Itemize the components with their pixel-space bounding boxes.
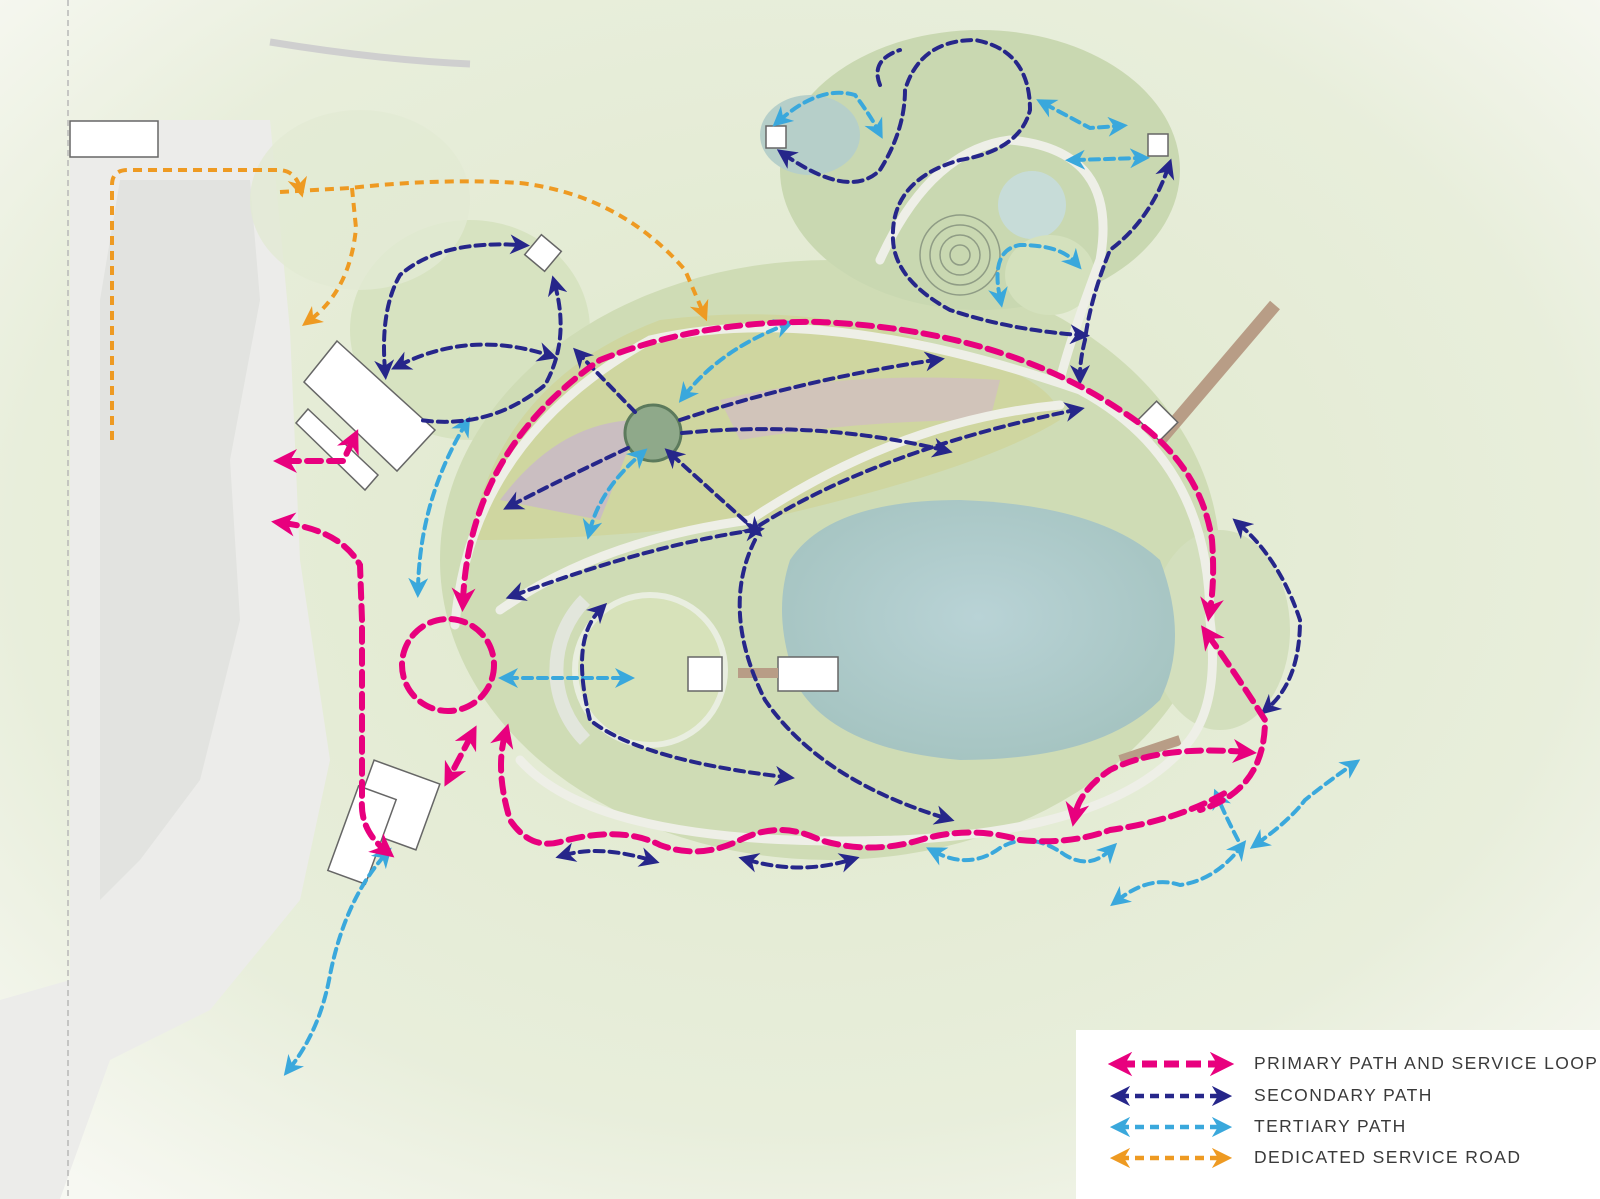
secondary-amphitheater: [580, 602, 795, 786]
primary-paths: [271, 318, 1269, 858]
pond: [782, 500, 1175, 760]
service-road-spur: [302, 187, 359, 327]
secondary-north-figure8: [776, 37, 1090, 345]
legend-item-secondary: SECONDARY PATH: [1106, 1082, 1586, 1110]
tertiary-path-meadow-ne: [678, 319, 795, 403]
legend-label-service: DEDICATED SERVICE ROAD: [1254, 1147, 1522, 1167]
secondary-plaza-e: [680, 427, 953, 458]
primary-south-edge: [490, 723, 1233, 855]
legend-label-secondary: SECONDARY PATH: [1254, 1085, 1433, 1105]
primary-west-entry: [271, 512, 395, 858]
secondary-path-legend-icon: [1109, 1085, 1233, 1107]
central-plaza: [623, 403, 683, 463]
shelter-north: [765, 125, 787, 149]
building-north-lot: [69, 120, 159, 158]
secondary-plaza-sw: [503, 446, 630, 510]
primary-south-loop: [1065, 739, 1257, 827]
secondary-meadow-ne: [758, 402, 1085, 527]
legend-item-tertiary: TERTIARY PATH: [1106, 1113, 1586, 1141]
legend-label-tertiary: TERTIARY PATH: [1254, 1116, 1407, 1136]
secondary-plaza-ne: [678, 351, 945, 422]
primary-path-legend-icon: [1107, 1051, 1235, 1077]
service-road: [110, 168, 709, 440]
legend-item-service: DEDICATED SERVICE ROAD: [1106, 1144, 1586, 1172]
secondary-loop-north-lawn-east: [418, 275, 568, 424]
tertiary-path-southwest: [283, 847, 392, 1076]
pavilion-east: [777, 656, 839, 692]
service-road-main: [279, 179, 709, 322]
service-road-lot: [110, 168, 307, 440]
shelter-upper: [523, 233, 563, 273]
legend-label-primary: PRIMARY PATH AND SERVICE LOOP: [1254, 1053, 1599, 1073]
secondary-east-loop: [1232, 518, 1303, 715]
secondary-plaza-se: [664, 448, 763, 537]
primary-main-loop-north: [451, 318, 1224, 622]
secondary-lawn-cross: [391, 342, 558, 370]
secondary-north-east: [1070, 158, 1175, 385]
pavilion-west: [687, 656, 723, 692]
secondary-north-inner: [875, 48, 902, 87]
secondary-south-2: [738, 853, 860, 873]
visitor-center: [302, 339, 437, 473]
secondary-paths: [374, 37, 1303, 873]
tertiary-path-legend-icon: [1109, 1116, 1233, 1138]
tertiary-path-ne-2: [1065, 148, 1150, 170]
tertiary-path-se-2: [1249, 759, 1361, 849]
secondary-south-1: [555, 842, 660, 867]
tertiary-path-ne-1: [1036, 99, 1128, 137]
primary-visitor-center: [273, 429, 359, 473]
secondary-plaza-to-loop: [505, 521, 765, 601]
tertiary-path-se-1: [1110, 840, 1247, 907]
primary-roundabout-south: [444, 725, 477, 787]
dock: [1155, 300, 1280, 445]
tertiary-path-west: [408, 416, 471, 598]
shelter-northeast: [1147, 133, 1169, 157]
legend-item-primary: PRIMARY PATH AND SERVICE LOOP: [1106, 1050, 1597, 1078]
service-road-legend-icon: [1109, 1147, 1233, 1169]
parking-lot: [0, 0, 471, 1199]
primary-roundabout: [399, 616, 497, 714]
map-legend: PRIMARY PATH AND SERVICE LOOP SECONDARY …: [1076, 1030, 1600, 1199]
secondary-loop-north-lawn: [374, 234, 530, 380]
tertiary-path-pond-north: [772, 90, 883, 139]
